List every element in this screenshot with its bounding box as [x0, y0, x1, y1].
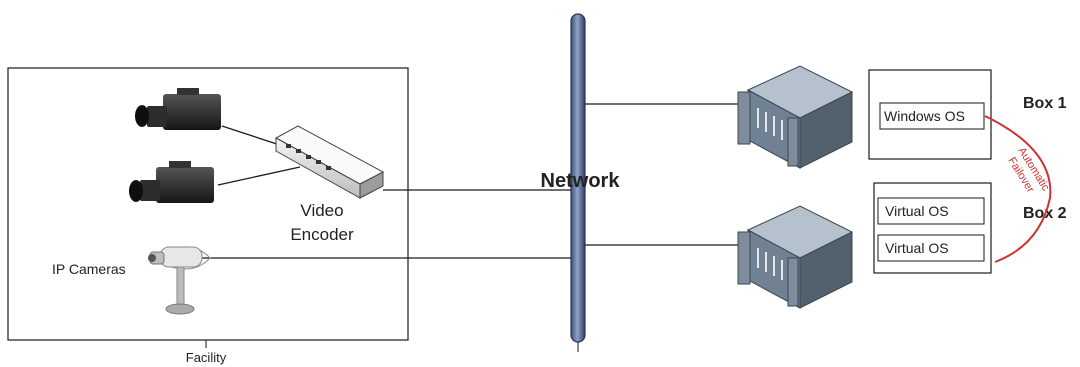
video-encoder-label-line2: Encoder — [290, 225, 354, 244]
rack-server-icon — [737, 205, 854, 309]
video-encoder-label-line1: Video — [300, 201, 343, 220]
network-label: Network — [541, 170, 621, 192]
box-camera-icon — [129, 161, 214, 203]
connection-lines — [200, 103, 740, 259]
virtual-os-label-2: Virtual OS — [885, 240, 949, 256]
facility-frame — [7, 67, 409, 341]
ip-cameras-label: IP Cameras — [52, 261, 126, 277]
rack-server-icon — [737, 65, 854, 169]
facility-label: Facility — [186, 350, 227, 365]
failover-arc — [984, 115, 1052, 263]
windows-os-box — [879, 102, 985, 130]
windows-os-label: Windows OS — [884, 108, 965, 124]
box-camera-icon — [135, 88, 221, 130]
box1-label: Box 1 — [1023, 95, 1067, 112]
ip-camera-icon — [148, 246, 211, 315]
virtual-os-box-2 — [877, 234, 985, 262]
virtual-os-box-1 — [877, 197, 985, 225]
video-encoder-icon — [274, 125, 385, 199]
virtual-os-label-1: Virtual OS — [885, 203, 949, 219]
